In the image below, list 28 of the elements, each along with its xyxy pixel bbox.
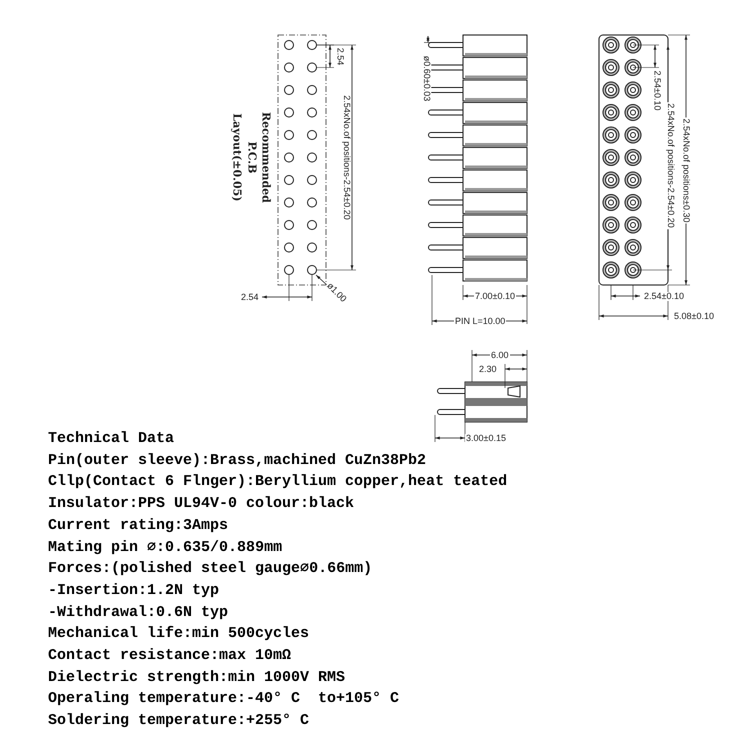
dimension-label: 3.00±0.15	[465, 434, 507, 442]
spec-line: Contact resistance:max 10mΩ	[48, 648, 292, 663]
spec-line: Dielectric strength:min 1000V RMS	[48, 670, 346, 685]
section-heading: Technical Data	[48, 431, 174, 446]
layout-note: Recommended P.C.B Layout(±0.05)	[230, 110, 272, 205]
spec-line: Pin(outer sleeve):Brass,machined CuZn38Pb2	[48, 452, 426, 468]
dimension-label: 2.30	[478, 364, 498, 374]
spec-line: Current rating:3Amps	[48, 518, 228, 533]
spec-line: Mating pin ⌀:0.635/0.889mm	[48, 540, 282, 554]
dimension-label: PIN L=10.00	[454, 316, 506, 326]
dimension-label: 5.08±0.10	[673, 312, 715, 320]
spec-line: Cllp(Contact 6 Flnger):Beryllium copper,heat teated	[48, 474, 508, 490]
dimension-label: 2.54xNo.of positions±0.30	[682, 117, 690, 223]
spec-line: Soldering temperature:+255° C	[48, 713, 310, 728]
spec-line: -Withdrawal:0.6N typ	[48, 604, 228, 620]
spec-line: Forces:(polished steel gauge⌀0.66mm)	[48, 561, 372, 576]
spec-line: Insulator:PPS UL94V-0 colour:black	[48, 496, 354, 512]
spec-line: -Insertion:1.2N typ	[48, 582, 220, 598]
spec-line: Mechanical life:min 500cycles	[48, 626, 310, 642]
dimension-label: 2.54±0.10	[652, 69, 662, 111]
dimension-label: 2.54	[240, 292, 260, 302]
spec-line: Operaling temperature:-40° C to+105° C	[48, 691, 400, 706]
dimension-label: 2.54	[335, 46, 344, 66]
dimension-label: 7.00±0.10	[474, 292, 516, 300]
dimension-label: 2.54xNo.of positions-2.54±0.20	[341, 94, 350, 220]
dimension-label: ø0.60±0.03	[422, 54, 431, 102]
dimension-label: 6.00	[490, 350, 510, 360]
dimension-label: 2.54±0.10	[643, 292, 685, 300]
